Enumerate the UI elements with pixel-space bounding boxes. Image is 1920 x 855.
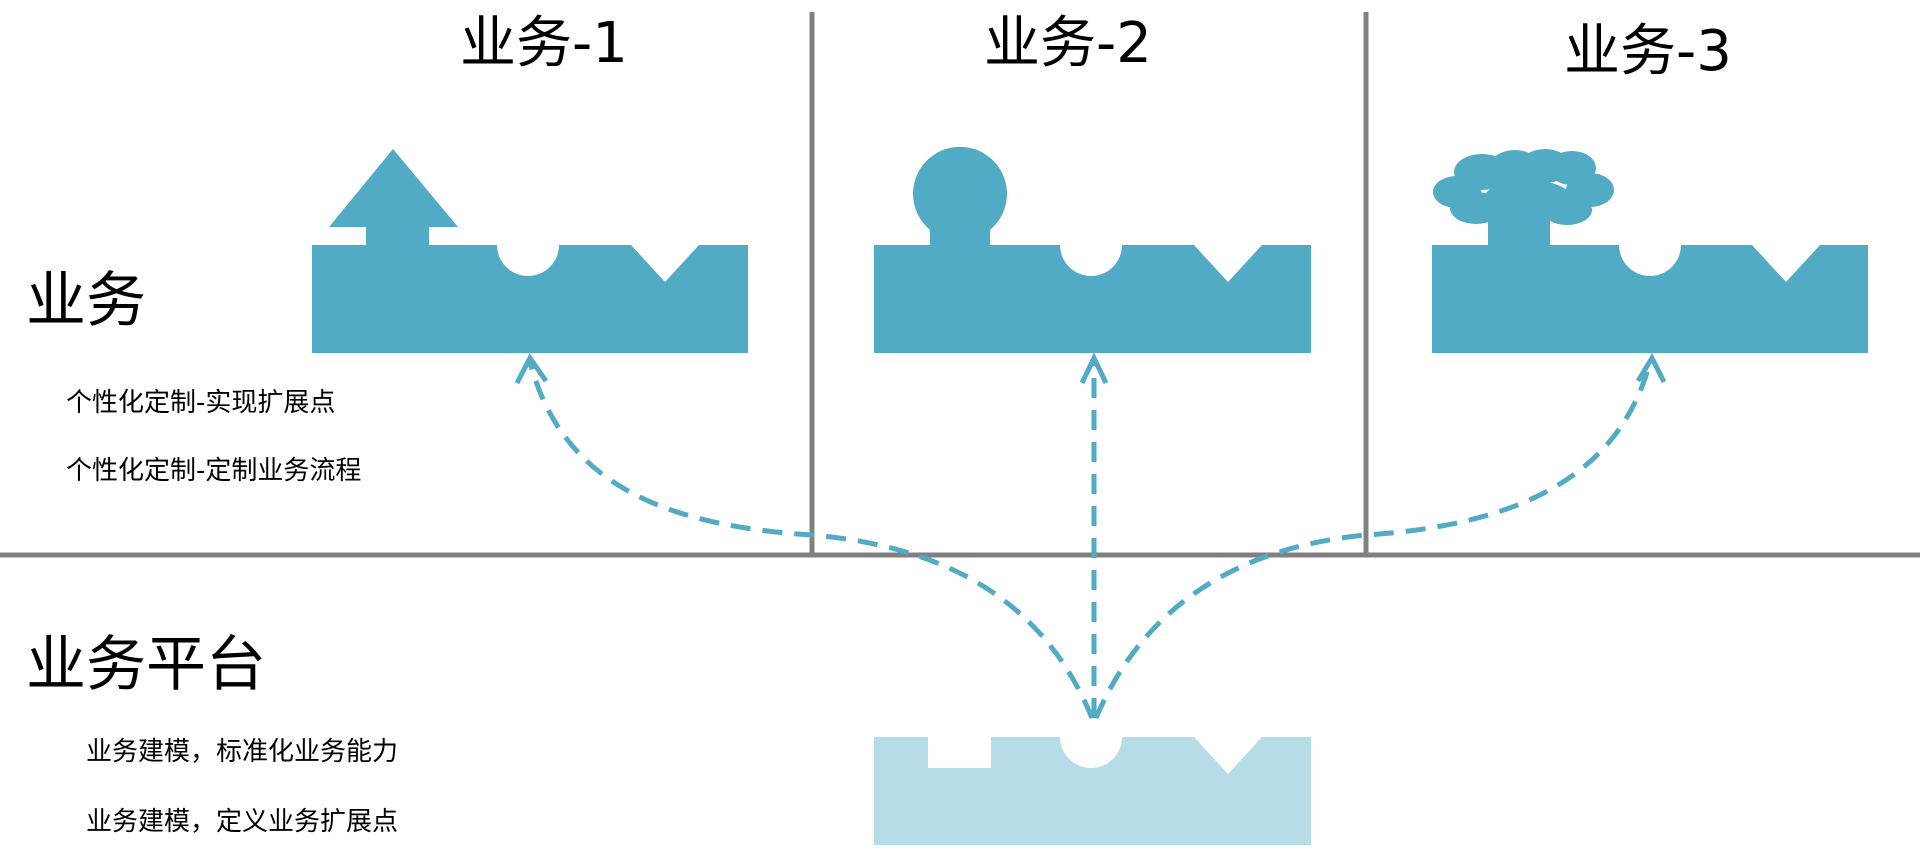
business-piece-2 xyxy=(874,146,1311,353)
cloud-icon xyxy=(1433,149,1614,247)
column-title-1: 业务-1 xyxy=(460,11,628,76)
column-title-2: 业务-2 xyxy=(984,11,1152,76)
business-title: 业务 xyxy=(26,266,146,336)
platform-title: 业务平台 xyxy=(26,630,266,700)
arrow-up-icon xyxy=(329,149,458,245)
connectors xyxy=(527,361,1653,719)
column-title-3: 业务-3 xyxy=(1564,19,1732,84)
platform-note-2: 业务建模，定义业务扩展点 xyxy=(86,807,399,837)
platform-piece xyxy=(874,737,1311,845)
arrowhead-2 xyxy=(1079,352,1109,385)
arrowhead-1 xyxy=(514,353,549,385)
business-piece-3 xyxy=(1432,149,1868,353)
connector-to-business-3 xyxy=(1093,361,1653,719)
arrowheads xyxy=(514,352,1667,385)
business-piece-1 xyxy=(312,149,748,353)
business-note-1: 个性化定制-实现扩展点 xyxy=(66,388,336,418)
arrowhead-3 xyxy=(1635,352,1667,384)
circle-icon xyxy=(912,146,1007,245)
connector-to-business-1 xyxy=(527,361,1095,719)
business-note-2: 个性化定制-定制业务流程 xyxy=(66,456,362,486)
platform-note-1: 业务建模，标准化业务能力 xyxy=(86,737,399,767)
